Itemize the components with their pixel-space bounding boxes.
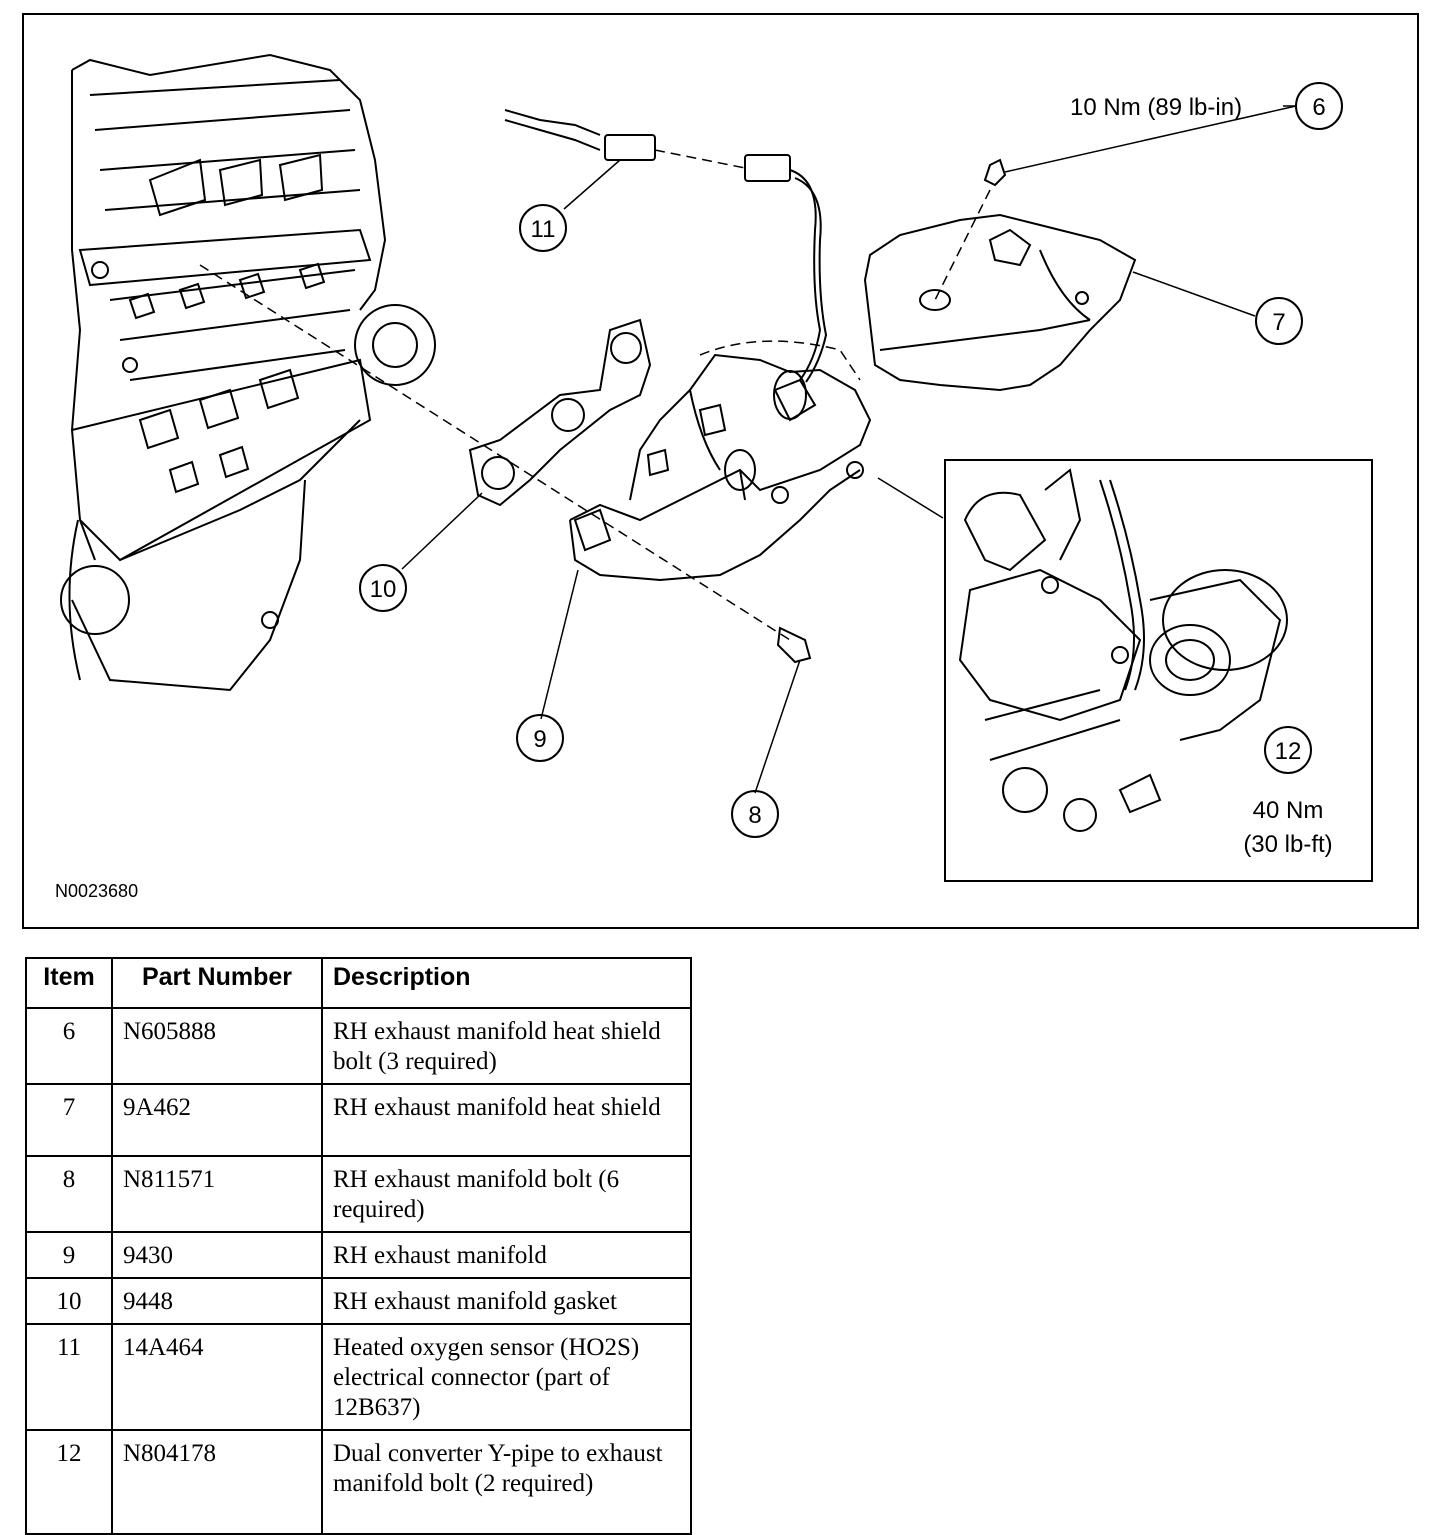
o2-sensor-drawing <box>504 109 828 422</box>
engine-block-drawing <box>60 53 436 692</box>
cell-description: RH exhaust manifold heat shield <box>321 1083 692 1157</box>
cell-item: 6 <box>25 1007 113 1085</box>
table-header-row: Item Part Number Description <box>25 957 692 1009</box>
manifold-drawing <box>569 353 872 582</box>
leader-lines <box>401 105 1297 796</box>
cell-item: 9 <box>25 1231 113 1279</box>
torque-spec-12-lbft: (30 lb-ft) <box>1243 831 1332 858</box>
header-part-number: Part Number <box>111 957 323 1009</box>
callout-11: 11 <box>531 216 556 243</box>
callout-12: 12 <box>1275 738 1302 765</box>
table-row: 7 9A462 RH exhaust manifold heat shield <box>25 1083 692 1157</box>
cell-part-number: 9448 <box>111 1277 323 1325</box>
callout-10: 10 <box>370 576 397 603</box>
table-row: 12 N804178 Dual converter Y-pipe to exha… <box>25 1429 692 1535</box>
bolt-8-drawing <box>776 626 812 664</box>
cell-item: 7 <box>25 1083 113 1157</box>
table-row: 11 14A464 Heated oxygen sensor (HO2S) el… <box>25 1323 692 1431</box>
table-row: 6 N605888 RH exhaust manifold heat shiel… <box>25 1007 692 1085</box>
table-row: 8 N811571 RH exhaust manifold bolt (6 re… <box>25 1155 692 1233</box>
table-row: 9 9430 RH exhaust manifold <box>25 1231 692 1279</box>
callout-6: 6 <box>1312 94 1325 121</box>
gasket-drawing <box>468 318 652 507</box>
bolt-6-drawing <box>983 158 1007 187</box>
table-row: 10 9448 RH exhaust manifold gasket <box>25 1277 692 1325</box>
cell-part-number: N804178 <box>111 1429 323 1535</box>
callout-9: 9 <box>533 726 546 753</box>
figure-id: N0023680 <box>55 881 138 901</box>
torque-spec-6: 10 Nm (89 lb-in) <box>1070 94 1242 121</box>
callout-7: 7 <box>1272 309 1285 336</box>
figure-frame <box>22 13 1419 929</box>
cell-part-number: N811571 <box>111 1155 323 1233</box>
cell-part-number: N605888 <box>111 1007 323 1085</box>
cell-item: 11 <box>25 1323 113 1431</box>
cell-item: 8 <box>25 1155 113 1233</box>
exhaust-manifold-diagram: 6 7 8 9 10 11 12 10 Nm (89 lb-in) 40 Nm … <box>55 53 1373 901</box>
cell-item: 12 <box>25 1429 113 1535</box>
callout-8: 8 <box>748 802 761 829</box>
parts-table: Item Part Number Description 6 N605888 R… <box>25 957 692 1535</box>
cell-item: 10 <box>25 1277 113 1325</box>
inset-detail <box>944 459 1373 882</box>
cell-description: RH exhaust manifold gasket <box>321 1277 692 1325</box>
assembly-lines <box>199 149 991 641</box>
cell-description: Dual converter Y-pipe to exhaust manifol… <box>321 1429 692 1535</box>
torque-spec-12-nm: 40 Nm <box>1253 797 1324 824</box>
heat-shield-drawing <box>863 213 1137 392</box>
cell-part-number: 9A462 <box>111 1083 323 1157</box>
callout-circles <box>359 82 1343 838</box>
cell-part-number: 14A464 <box>111 1323 323 1431</box>
header-item: Item <box>25 957 113 1009</box>
cell-description: Heated oxygen sensor (HO2S) electrical c… <box>321 1323 692 1431</box>
cell-description: RH exhaust manifold bolt (6 required) <box>321 1155 692 1233</box>
cell-part-number: 9430 <box>111 1231 323 1279</box>
cell-description: RH exhaust manifold <box>321 1231 692 1279</box>
header-description: Description <box>321 957 692 1009</box>
cell-description: RH exhaust manifold heat shield bolt (3 … <box>321 1007 692 1085</box>
